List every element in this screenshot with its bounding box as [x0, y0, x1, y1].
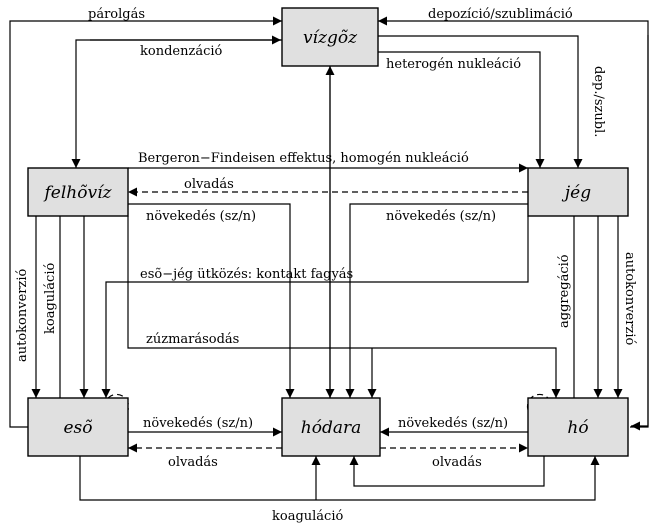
label-zuzmara: zúzmarásodás	[146, 332, 239, 347]
arrow-parolgas	[9, 16, 282, 428]
arrow-aggregacio	[573, 193, 603, 398]
label-olvadas-bottom-left: olvadás	[168, 455, 218, 470]
node-ho: hó	[527, 397, 629, 457]
label-autokonverzio-right: autokonverzió	[622, 252, 637, 346]
node-jeg-label: jég	[561, 183, 591, 203]
label-olvadas-bottom-right: olvadás	[432, 455, 482, 470]
arrow-heterogen	[378, 51, 545, 168]
label-heterogen: heterogén nukleáció	[386, 57, 521, 72]
label-depozicio: depozíció/szublimáció	[428, 7, 573, 22]
arrow-novekedes-left	[128, 203, 295, 398]
label-depszubl: dep./szubl.	[591, 66, 606, 137]
label-bergeron: Bergeron−Findeisen effektus, homogén nuk…	[138, 151, 469, 166]
node-eso: esõ	[27, 397, 129, 457]
arrow-novekedes-right	[345, 203, 528, 398]
node-eso-label: esõ	[63, 418, 92, 438]
arrow-kondenzacio	[71, 39, 282, 168]
arrow-depozicio	[378, 16, 649, 428]
label-kondenzacio: kondenzáció	[140, 44, 223, 59]
node-felhoviz: felhõvíz	[27, 167, 129, 217]
label-parolgas: párolgás	[88, 7, 145, 22]
arrow-depszubl	[378, 35, 583, 168]
label-eso-jeg: esõ−jég ütközés: kontakt fagyás	[140, 267, 353, 282]
arrow-koagulacio-left	[59, 193, 89, 398]
node-jeg: jég	[527, 167, 629, 217]
node-vizgoz: vízgõz	[281, 7, 379, 67]
arrow-koagulacio-bottom	[79, 456, 600, 501]
node-ho-label: hó	[567, 418, 588, 438]
arrow-eso-jeg	[101, 216, 529, 398]
arrow-zuzmara	[127, 216, 561, 398]
label-aggregacio: aggregáció	[557, 254, 572, 328]
arrow-depozicio-back	[631, 35, 649, 431]
label-olvadas-top: olvadás	[184, 177, 234, 192]
label-novekedes-right: növekedés (sz/n)	[386, 209, 496, 224]
edge-labels: párolgás kondenzáció depozíció/szublimác…	[15, 7, 637, 524]
node-felhoviz-label: felhõvíz	[43, 183, 113, 203]
label-koagulacio-bottom: koaguláció	[272, 509, 343, 524]
label-novekedes-bottom-left: növekedés (sz/n)	[143, 416, 253, 431]
label-novekedes-bottom-right: növekedés (sz/n)	[398, 416, 508, 431]
node-vizgoz-label: vízgõz	[303, 28, 358, 48]
dash-arc-eso	[107, 393, 130, 411]
label-novekedes-left: növekedés (sz/n)	[146, 209, 256, 224]
label-koagulacio-left: koaguláció	[43, 263, 58, 334]
label-autokonverzio-left: autokonverzió	[15, 268, 30, 362]
node-hodara: hódara	[281, 397, 381, 457]
node-hodara-label: hódara	[301, 418, 361, 438]
